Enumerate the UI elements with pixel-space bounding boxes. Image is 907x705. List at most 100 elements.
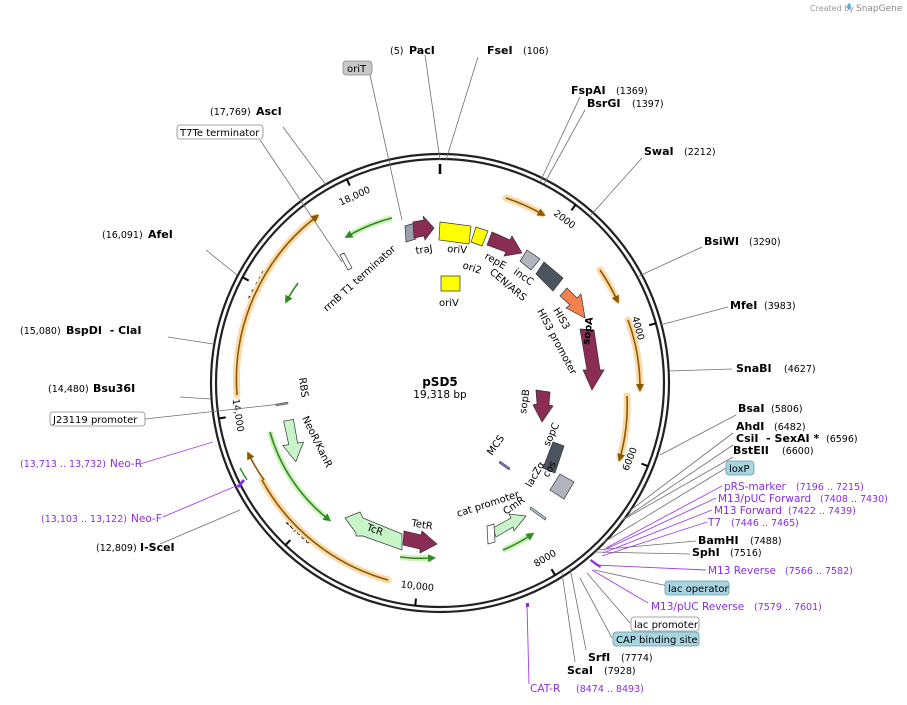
tick-mark <box>570 204 577 211</box>
feature-neor-kanr[interactable]: NeoR/KanR <box>299 414 333 469</box>
enzyme-mfei[interactable]: MfeI <box>730 299 757 312</box>
feature-sopb[interactable]: sopB <box>518 388 532 414</box>
enzyme-pos-sphi: (7516) <box>730 548 762 559</box>
boxed-feature-labels: oriT T7Te terminator J23119 promoter lox… <box>49 60 755 647</box>
primer-m13-puc-forward[interactable]: M13/pUC Forward <box>718 493 811 505</box>
box-cap-binding-site-label: CAP binding site <box>616 635 698 646</box>
enzyme-fsei[interactable]: FseI <box>487 44 513 57</box>
lacz-shape <box>529 506 547 521</box>
box-lac-operator[interactable]: lac operator <box>664 580 729 596</box>
feature-traj[interactable]: traJ <box>415 244 433 257</box>
rbs-shape <box>275 401 289 407</box>
orf-arc-6 <box>247 451 265 481</box>
box-j23119-promoter[interactable]: J23119 promoter <box>49 411 146 427</box>
feature-mcs[interactable]: MCS <box>485 433 507 457</box>
feature-oriv-inner[interactable]: oriV <box>439 298 459 309</box>
plasmid-size: 19,318 bp <box>413 389 467 401</box>
neo-f-mark <box>237 479 245 488</box>
enzyme-pos-mfei: (3983) <box>764 301 796 312</box>
enzyme-bamhi[interactable]: BamHI <box>698 534 739 547</box>
cat-r-mark <box>526 603 529 607</box>
inner-arc-5 <box>502 532 535 551</box>
backbone-outer <box>209 152 671 614</box>
cen-ars-shape <box>535 261 564 292</box>
primer-t7[interactable]: T7 <box>707 517 721 529</box>
box-t7te-terminator[interactable]: T7Te terminator <box>176 124 264 140</box>
feature-tetr[interactable]: TetR <box>409 518 433 533</box>
sopb-arrow <box>532 389 554 423</box>
primer-cat-r[interactable]: CAT-R <box>530 683 560 695</box>
feature-ori2[interactable]: ori2 <box>461 260 483 276</box>
enzyme-swai[interactable]: SwaI <box>644 145 674 158</box>
primer-pos-neo-f: (13,103 .. 13,122) <box>41 514 127 525</box>
map-center-title: pSD5 19,318 bp <box>413 375 467 401</box>
enzyme-pos-bsiwi: (3290) <box>749 237 781 248</box>
enzyme-bsiwi[interactable]: BsiWI <box>704 235 739 248</box>
enzyme-pos-bsai: (5806) <box>771 404 803 415</box>
feature-sopa[interactable]: sopA <box>581 316 596 345</box>
traj-arrow <box>412 215 435 241</box>
enzyme-afei[interactable]: AfeI <box>148 228 173 241</box>
enzyme-i-scei[interactable]: I-SceI <box>140 541 175 554</box>
enzyme-pos-bsu36i: (14,480) <box>48 384 89 395</box>
primer-m13-puc-reverse[interactable]: M13/pUC Reverse <box>651 601 744 613</box>
incc-shape <box>519 249 541 271</box>
primer-pos-m13-puc-forward: (7408 .. 7430) <box>820 494 888 505</box>
box-cap-binding-site[interactable]: CAP binding site <box>612 631 700 647</box>
primer-m13-reverse[interactable]: M13 Reverse <box>708 565 776 577</box>
box-loxp[interactable]: loxP <box>725 460 755 476</box>
enzyme-pos-csii-sexai: (6596) <box>826 434 858 445</box>
oriv-inner-shape <box>440 275 461 292</box>
enzyme-pos-fspai: (1369) <box>616 86 648 97</box>
box-t7te-terminator-label: T7Te terminator <box>179 128 260 139</box>
box-orit[interactable]: oriT <box>342 60 373 76</box>
enzyme-pos-fsei: (106) <box>523 46 549 57</box>
enzyme-bsrgi[interactable]: BsrGI <box>587 97 620 110</box>
feature-shapes <box>237 215 605 607</box>
primer-pos-prs-marker: (7196 .. 7215) <box>796 482 864 493</box>
inner-arc-3 <box>269 431 332 522</box>
rrnb-terminator-shape <box>339 252 353 271</box>
orf-arc-5 <box>261 479 389 581</box>
enzyme-srfi[interactable]: SrfI <box>588 651 610 664</box>
tick-mark <box>218 416 226 420</box>
enzyme-fspai[interactable]: FspAI <box>571 84 606 97</box>
tick-label: 2000 <box>551 208 577 231</box>
box-lac-promoter[interactable]: lac promoter <box>630 616 700 632</box>
box-lac-operator-label: lac operator <box>668 584 729 595</box>
orf-arc-7 <box>235 214 320 396</box>
tick-label: 10,000 <box>400 579 434 594</box>
enzyme-bsteii[interactable]: BstEII <box>733 444 769 457</box>
cat-promoter-shape <box>486 523 496 545</box>
feature-rrnb-t1-terminator[interactable]: rrnB T1 terminator <box>322 243 399 314</box>
primer-pos-neo-r: (13,713 .. 13,732) <box>20 459 106 470</box>
box-loxp-label: loxP <box>729 464 750 475</box>
primer-neo-f[interactable]: Neo-F <box>131 513 162 525</box>
enzyme-csii-sexai[interactable]: CsiI - SexAI * <box>736 432 819 445</box>
enzyme-sphi[interactable]: SphI <box>692 546 720 559</box>
enzyme-snabi[interactable]: SnaBI <box>736 362 772 375</box>
enzyme-pos-paci: (5) <box>390 46 403 57</box>
enzyme-scai[interactable]: ScaI <box>567 664 593 677</box>
feature-oriv[interactable]: oriV <box>447 244 468 256</box>
enzyme-bsu36i[interactable]: Bsu36I <box>93 382 135 395</box>
tick-mark <box>345 178 351 187</box>
enzyme-paci[interactable]: PacI <box>409 44 435 57</box>
enzyme-pos-bsteii: (6600) <box>782 446 814 457</box>
inner-arc-6 <box>239 467 248 481</box>
enzyme-asci[interactable]: AscI <box>256 105 282 118</box>
primer-prs-marker[interactable]: pRS-marker <box>724 481 787 493</box>
feature-rbs[interactable]: RBS <box>296 377 310 398</box>
orf-arcs <box>232 194 645 584</box>
tick-label: 14,000 <box>230 398 246 433</box>
enzyme-pos-snabi: (4627) <box>784 364 816 375</box>
box-lac-promoter-label: lac promoter <box>634 620 699 631</box>
primer-neo-r[interactable]: Neo-R <box>110 458 142 470</box>
enzyme-ahdi[interactable]: AhdI <box>736 420 764 433</box>
enzyme-bspdi-clai[interactable]: BspDI - ClaI <box>66 324 141 337</box>
plasmid-name: pSD5 <box>422 375 458 389</box>
primer-m13-forward[interactable]: M13 Forward <box>714 505 782 517</box>
cos-shape <box>549 473 575 500</box>
enzyme-bsai[interactable]: BsaI <box>738 402 764 415</box>
